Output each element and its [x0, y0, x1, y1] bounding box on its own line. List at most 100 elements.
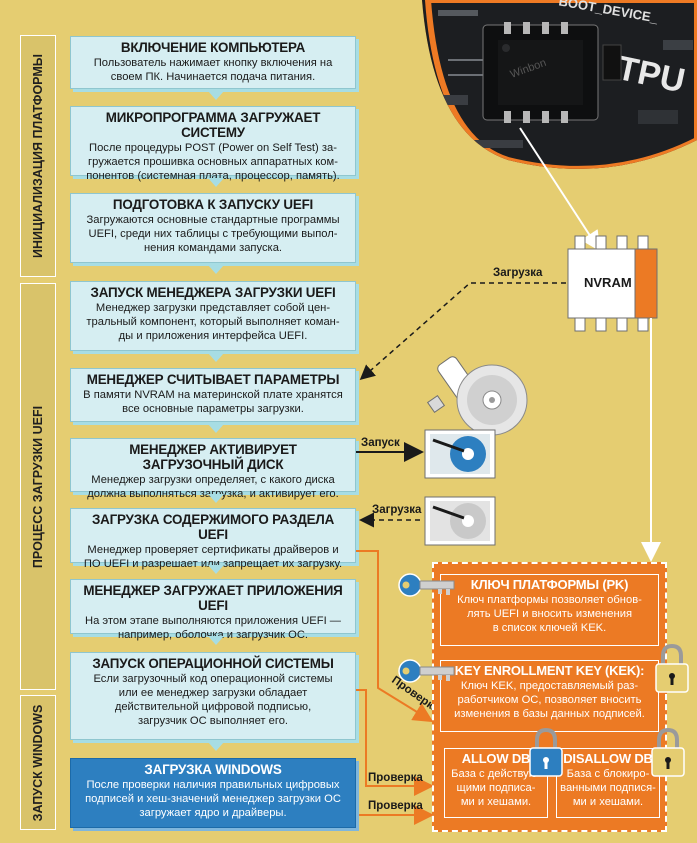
- step-title: ЗАПУСК ОПЕРАЦИОННОЙ СИСТЕМЫ: [92, 656, 334, 671]
- step-text: или ее менеджер загрузки обладает: [118, 687, 308, 699]
- step-arrow: [208, 565, 224, 574]
- step-text: Если загрузочный код операционной систем…: [93, 673, 333, 685]
- disallow-db-text: ванными подпися-: [560, 782, 656, 794]
- secure-boot-keys-panel: КЛЮЧ ПЛАТФОРМЫ (PK) Ключ платформы позво…: [432, 562, 667, 832]
- lock-icon: [651, 727, 685, 777]
- step-launch-os: ЗАПУСК ОПЕРАЦИОННОЙ СИСТЕМЫ Если загрузо…: [70, 652, 356, 740]
- step-boot-manager: ЗАПУСК МЕНЕДЖЕРА ЗАГРУЗКИ UEFI Менеджер …: [70, 281, 356, 351]
- allow-db-box: ALLOW DB База с действую-щими подписа-ми…: [444, 748, 548, 818]
- allow-db-title: ALLOW DB: [461, 751, 531, 766]
- launch-label: Запуск: [361, 437, 400, 449]
- step-title: МИКРОПРОГРАММА ЗАГРУЖАЕТ СИСТЕМУ: [105, 110, 321, 140]
- disallow-db-text: ми и хешами.: [572, 796, 644, 808]
- step-read-params: МЕНЕДЖЕР СЧИТЫВАЕТ ПАРАМЕТРЫ В памяти NV…: [70, 368, 356, 422]
- check-arrow-diagonal: [356, 550, 434, 723]
- allow-db-text: щими подписа-: [456, 782, 536, 794]
- disallow-db-title: DISALLOW DB: [563, 751, 653, 766]
- step-arrow: [208, 91, 224, 100]
- load-label-2: Загрузка: [372, 504, 422, 516]
- step-text: Загружаются основные стандартные програм…: [86, 214, 340, 226]
- kek-text: работчиком ОС, позволяет вносить: [457, 694, 642, 706]
- nvram-chip: [567, 235, 658, 332]
- step-text: загружает ядро и драйверы.: [139, 807, 287, 819]
- nvram-label: NVRAM: [584, 275, 632, 290]
- disallow-db-box: DISALLOW DB База с блокиро-ванными подпи…: [556, 748, 660, 818]
- step-firmware: МИКРОПРОГРАММА ЗАГРУЖАЕТ СИСТЕМУ После п…: [70, 106, 356, 182]
- step-title: ЗАГРУЗКА СОДЕРЖИМОГО РАЗДЕЛА UEFI: [91, 512, 335, 542]
- disallow-db-text: База с блокиро-: [566, 768, 650, 780]
- step-text: своем ПК. Начинается подача питания.: [110, 71, 316, 83]
- key-icon: [398, 573, 455, 597]
- step-text: подписей и хеш-значений менеджер загрузк…: [85, 793, 341, 805]
- kek-box: KEY ENROLLMENT KEY (KEK): Ключ KEK, пред…: [440, 660, 659, 732]
- kek-text: Ключ KEK, предоставляемый раз-: [460, 680, 639, 692]
- check-label-1: Проверка: [368, 772, 423, 784]
- step-text: например, оболочка и загрузчик ОС.: [117, 629, 309, 641]
- cd-disc-icon: [456, 364, 528, 436]
- step-title: МЕНЕДЖЕР ЗАГРУЖАЕТ ПРИЛОЖЕНИЯ UEFI: [83, 583, 343, 613]
- step-arrow: [208, 424, 224, 433]
- motherboard-photo: Winbon BOOT_DEVICE_ TPU: [408, 0, 697, 175]
- step-text: После процедуры POST (Power on Self Test…: [89, 142, 337, 154]
- step-text: понентов (системная плата, процессор, па…: [86, 170, 340, 182]
- step-arrow: [208, 353, 224, 362]
- kek-text: изменения в базы данных подписей.: [454, 708, 645, 720]
- step-load-windows: ЗАГРУЗКА WINDOWS После проверки наличия …: [70, 758, 356, 828]
- step-arrow: [208, 178, 224, 187]
- phase-bar-init: ИНИЦИАЛИЗАЦИЯ ПЛАТФОРМЫ: [20, 35, 56, 277]
- step-text: тральный компонент, который выполняет ко…: [86, 316, 340, 328]
- step-text: В памяти NVRAM на материнской плате хран…: [83, 389, 343, 401]
- allow-db-text: ми и хешами.: [460, 796, 532, 808]
- step-text: нения командами запуска.: [143, 242, 283, 254]
- kek-title: KEY ENROLLMENT KEY (KEK):: [454, 663, 645, 678]
- check-label-2: Проверка: [368, 800, 423, 812]
- step-load-partition: ЗАГРУЗКА СОДЕРЖИМОГО РАЗДЕЛА UEFI Менедж…: [70, 508, 356, 570]
- step-title: МЕНЕДЖЕР АКТИВИРУЕТ ЗАГРУЗОЧНЫЙ ДИСК: [129, 442, 297, 472]
- step-text: UEFI, среди них таблицы с требующими вып…: [88, 228, 338, 240]
- platform-key-text: в список ключей KEK.: [492, 622, 607, 634]
- step-text: Пользователь нажимает кнопку включения н…: [93, 57, 333, 69]
- step-text: все основные параметры загрузки.: [122, 403, 304, 415]
- key-icon: [398, 659, 455, 683]
- step-text: После проверки наличия правильных цифров…: [86, 779, 340, 791]
- hard-disk-icon: [424, 496, 496, 546]
- step-arrow: [208, 636, 224, 645]
- load-label-1: Загрузка: [493, 267, 543, 279]
- step-activate-disk: МЕНЕДЖЕР АКТИВИРУЕТ ЗАГРУЗОЧНЫЙ ДИСК Мен…: [70, 438, 356, 500]
- step-text: Менеджер проверяет сертификаты драйверов…: [87, 544, 339, 556]
- platform-key-box: КЛЮЧ ПЛАТФОРМЫ (PK) Ключ платформы позво…: [440, 574, 659, 646]
- lock-icon: [655, 643, 689, 693]
- phase-bar-uefi: ПРОЦЕСС ЗАГРУЗКИ UEFI: [20, 283, 56, 690]
- nvram-load-arrow: [359, 282, 566, 380]
- hard-disk-icon: [424, 429, 496, 479]
- step-arrow: [208, 494, 224, 503]
- step-text: На этом этапе выполняются приложения UEF…: [84, 615, 341, 627]
- step-prepare-uefi: ПОДГОТОВКА К ЗАПУСКУ UEFI Загружаются ос…: [70, 193, 356, 263]
- step-text: Менеджер загрузки представляет собой цен…: [95, 302, 331, 314]
- step-title: ВКЛЮЧЕНИЕ КОМПЬЮТЕРА: [120, 40, 306, 55]
- phase-bar-windows: ЗАПУСК WINDOWS: [20, 695, 56, 830]
- photo-to-nvram-line: [519, 127, 601, 252]
- step-title: ЗАГРУЗКА WINDOWS: [144, 762, 282, 777]
- step-power-on: ВКЛЮЧЕНИЕ КОМПЬЮТЕРА Пользователь нажима…: [70, 36, 356, 89]
- lock-icon: [529, 727, 563, 777]
- allow-db-text: База с действую-: [451, 768, 541, 780]
- step-arrow: [208, 742, 224, 751]
- step-text: действительной цифровой подписью,: [114, 701, 312, 713]
- step-title: ПОДГОТОВКА К ЗАПУСКУ UEFI: [112, 197, 314, 212]
- platform-key-text: лять UEFI и вносить изменения: [466, 608, 633, 620]
- step-text: ды и приложения интерфейса UEFI.: [118, 330, 308, 342]
- step-load-apps: МЕНЕДЖЕР ЗАГРУЖАЕТ ПРИЛОЖЕНИЯ UEFI На эт…: [70, 579, 356, 641]
- step-text: ПО UEFI и разрешает или запрещает их заг…: [83, 558, 343, 570]
- step-text: Менеджер загрузки определяет, с какого д…: [91, 474, 335, 486]
- step-text: загрузчик ОС выполняет его.: [137, 715, 289, 727]
- step-title: ЗАПУСК МЕНЕДЖЕРА ЗАГРУЗКИ UEFI: [90, 285, 336, 300]
- step-title: МЕНЕДЖЕР СЧИТЫВАЕТ ПАРАМЕТРЫ: [86, 372, 340, 387]
- step-text: гружается прошивка основных аппаратных к…: [88, 156, 338, 168]
- platform-key-text: Ключ платформы позволяет обнов-: [457, 594, 642, 606]
- step-arrow: [208, 265, 224, 274]
- check-arrow-os: [356, 689, 434, 796]
- platform-key-title: КЛЮЧ ПЛАТФОРМЫ (PK): [470, 577, 629, 592]
